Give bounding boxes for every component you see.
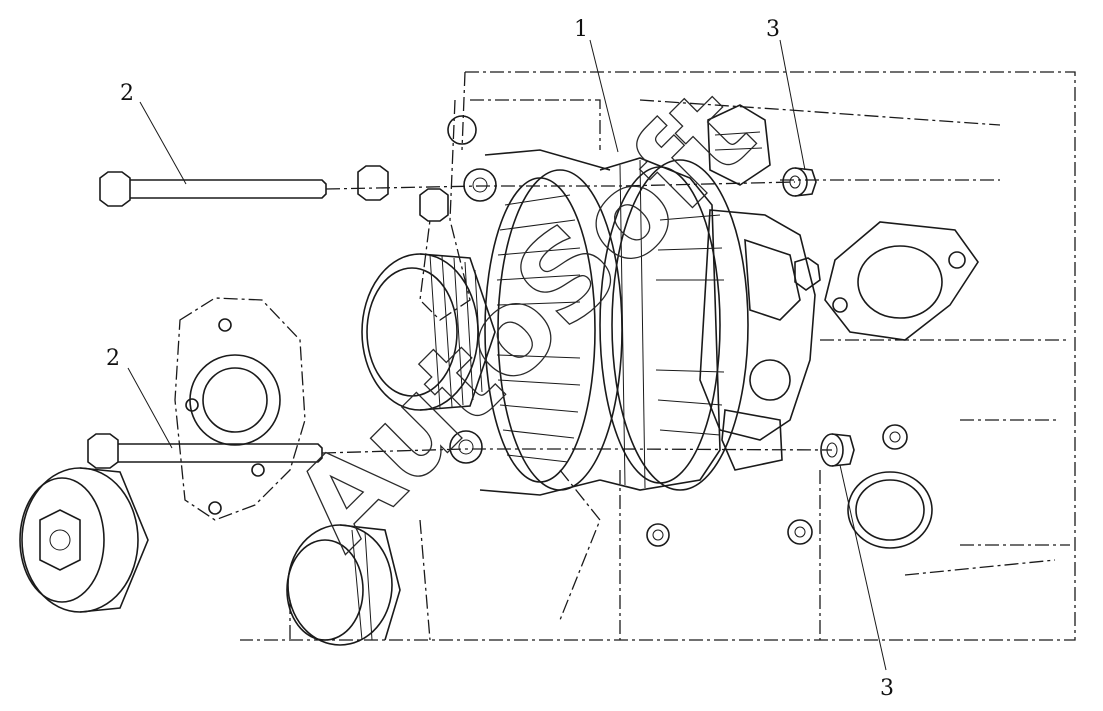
callout-3-upper: 3 [766, 17, 780, 42]
mounting-bracket [419, 99, 771, 321]
bracket-bolts [357, 165, 449, 222]
alternator [361, 149, 821, 496]
bolt-upper [99, 171, 327, 207]
idler-pulley [19, 467, 149, 613]
nut-lower [820, 433, 855, 467]
callout-3-lower: 3 [880, 676, 894, 701]
leader-lines [127, 39, 887, 671]
lower-pulley [286, 519, 431, 646]
water-pump-housing [174, 297, 306, 521]
callout-2-upper: 2 [120, 81, 134, 106]
assembly-centerlines [321, 181, 833, 454]
engine-block-outline [240, 71, 1076, 641]
callout-1: 1 [574, 17, 588, 42]
engine-flange [646, 221, 979, 549]
callout-2-lower: 2 [106, 346, 120, 371]
watermark-text: AutoSoft [267, 62, 779, 574]
